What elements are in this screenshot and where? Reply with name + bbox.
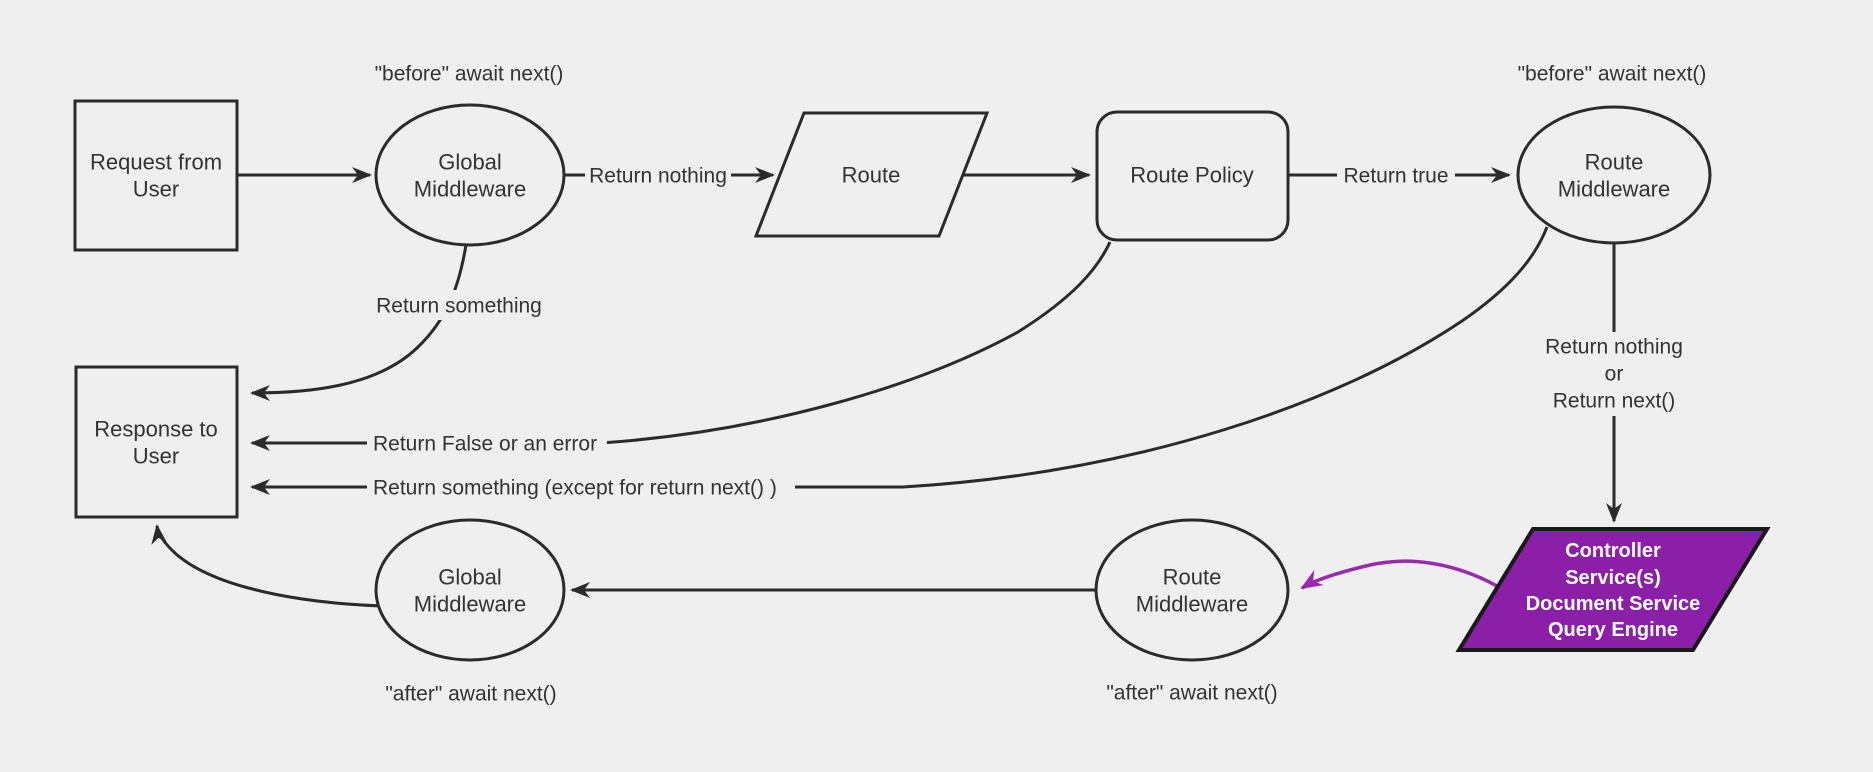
request-label-line1: Request from [90,150,222,175]
return-false-label: Return False or an error [373,433,597,456]
return-nothing-or-next-label-line1: Return nothing [1545,336,1683,359]
return-nothing-label: Return nothing [589,165,727,188]
route-policy-box [1095,110,1290,242]
route-mw-bottom-label-line2: Middleware [1136,592,1249,617]
return-false-label-bg [367,428,607,458]
route-mw-top-label-line1: Route [1585,150,1644,175]
before-await-next-left-label: "before" await next() [375,63,564,86]
node-route-policy: Route Policy [1095,110,1290,242]
return-nothing-label-bg [585,160,731,190]
annotations: "before" await next() "before" await nex… [375,63,1707,706]
global-mw-top-label-line1: Global [438,150,502,175]
node-route-middleware-bottom: Route Middleware [1094,518,1290,662]
return-nothing-or-next-label-line2: or [1605,363,1624,386]
controller-label-line4: Query Engine [1548,619,1678,641]
request-label-line2: User [133,177,179,202]
global-mw-bottom-ellipse [374,518,566,662]
node-controller-services: Controller Service(s) Document Service Q… [1455,527,1771,652]
edge-return-something [250,244,468,401]
return-something-except-label: Return something (except for return next… [373,477,777,500]
route-mw-top-ellipse [1516,105,1712,245]
edge-return-false [250,241,1112,451]
route-mw-bottom-label-line1: Route [1163,565,1222,590]
response-box [74,365,239,519]
node-request-from-user: Request from User [73,99,239,252]
route-label: Route [842,163,901,188]
return-something-except-label-bg [367,472,795,502]
return-something-label: Return something [376,295,542,318]
controller-label-line2: Service(s) [1565,567,1661,589]
return-nothing-or-next-label-line3: Return next() [1553,390,1676,413]
global-mw-top-label-line2: Middleware [414,177,527,202]
response-label-line1: Response to [94,417,218,442]
controller-label-line3: Document Service [1526,593,1701,615]
before-await-next-right-label: "before" await next() [1518,63,1707,86]
edge-global-mw-bottom-to-response [151,524,383,608]
after-await-next-left-label: "after" await next() [385,683,556,706]
node-response-to-user: Response to User [74,365,239,519]
edge-labels: Return nothing Return true Return someth… [367,160,1694,502]
return-something-label-bg [376,290,542,320]
response-label-line2: User [133,444,179,469]
controller-parallelogram [1455,527,1771,652]
controller-label-line1: Controller [1565,540,1661,562]
return-nothing-or-next-label-bg [1534,332,1694,416]
node-route: Route [753,111,990,238]
return-true-label-bg [1337,160,1455,190]
route-parallelogram [753,111,990,238]
nodes: Request from User Global Middleware Rout… [73,99,1771,662]
route-mw-bottom-ellipse [1094,518,1290,662]
route-mw-top-label-line2: Middleware [1558,177,1671,202]
node-route-middleware-top: Route Middleware [1516,105,1712,245]
request-box [73,99,239,252]
node-global-middleware-bottom: Global Middleware [374,518,566,662]
route-policy-label: Route Policy [1130,163,1254,188]
global-mw-top-ellipse [374,103,566,247]
global-mw-bottom-label-line1: Global [438,565,502,590]
node-global-middleware-top: Global Middleware [374,103,566,247]
edges [151,167,1622,608]
edge-controller-to-route-mw-bottom [1300,559,1498,590]
return-true-label: Return true [1343,165,1448,188]
after-await-next-right-label: "after" await next() [1106,682,1277,705]
edge-return-something-except [250,226,1549,495]
global-mw-bottom-label-line2: Middleware [414,592,527,617]
